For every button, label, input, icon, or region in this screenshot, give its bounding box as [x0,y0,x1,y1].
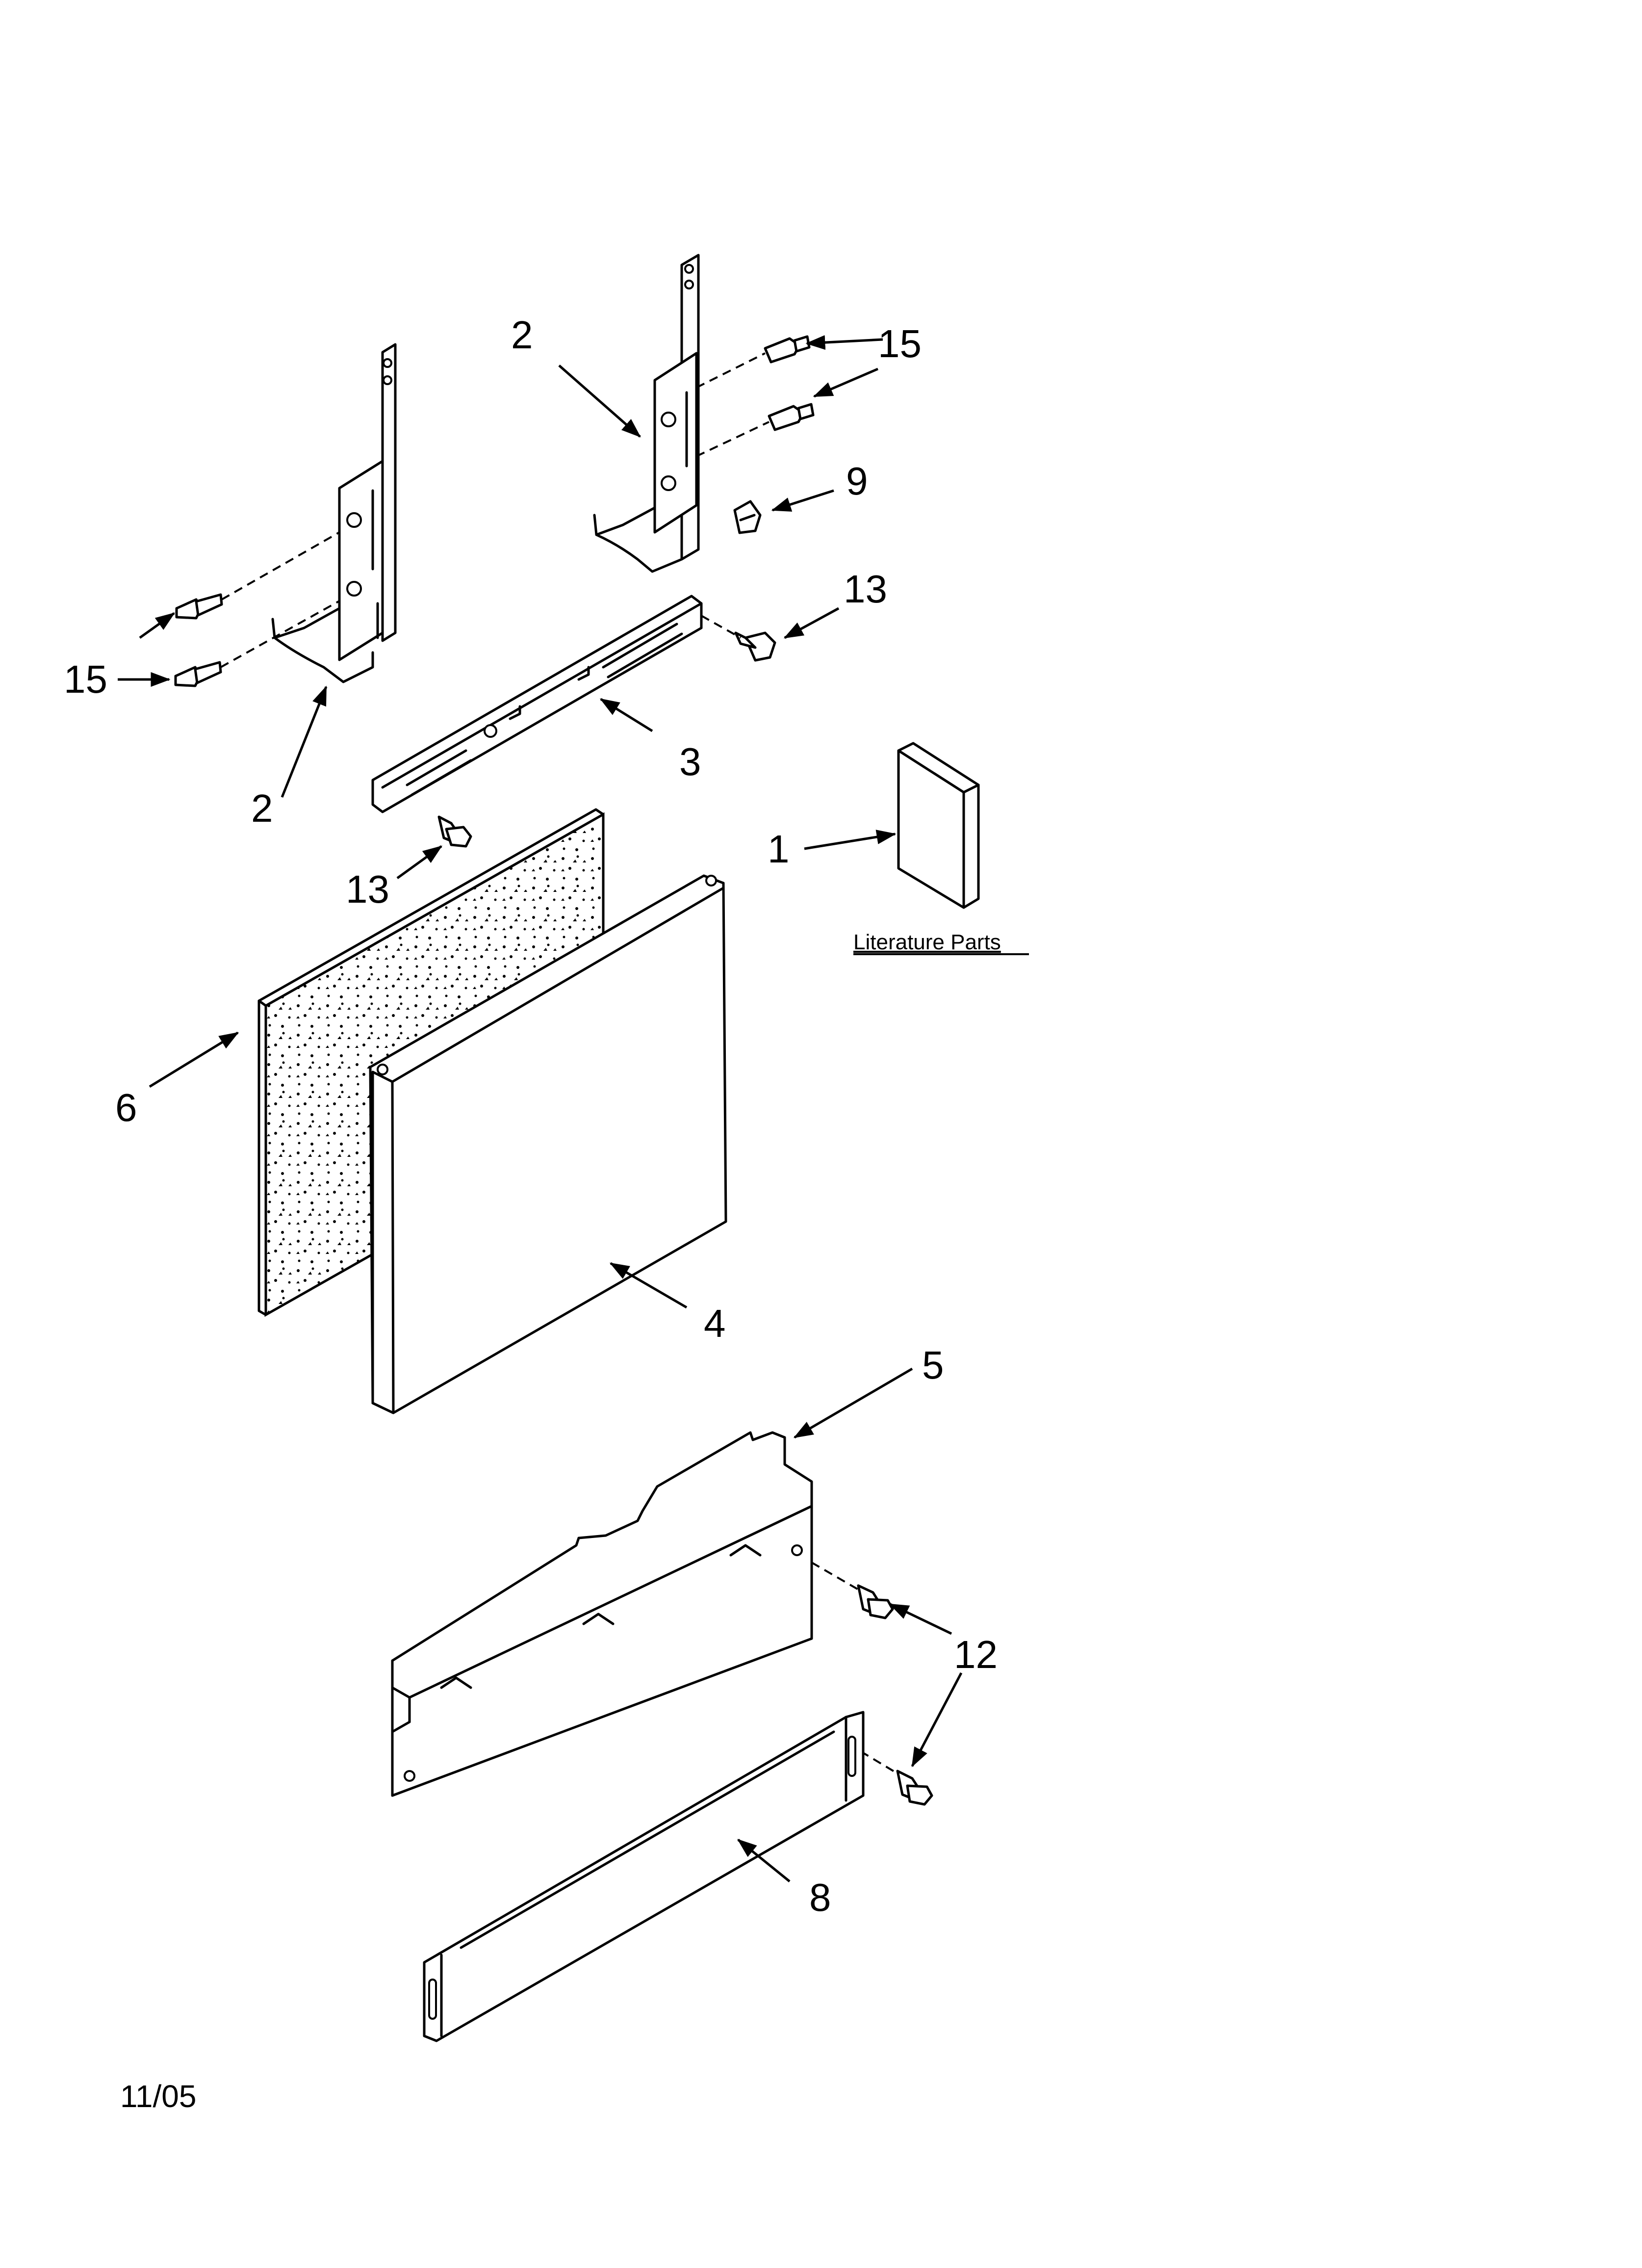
kick-plate-part-8 [423,1711,865,2042]
clip-part-9 [733,500,762,534]
toe-panel-part-5 [391,1431,813,1797]
leader-arrows [118,335,963,1882]
screw-13-left [437,815,472,848]
callout-3: 3 [679,740,701,783]
hinge-bracket-left [271,343,397,683]
screw-12-bottom [896,1770,933,1806]
literature-book-part-1 [897,742,980,909]
screw-15-right-top [764,335,811,364]
callout-15-left: 15 [64,657,107,701]
screw-13-right [734,631,776,662]
screw-15-left-top [175,593,223,620]
callout-6: 6 [115,1086,137,1129]
mounting-rail-part-3 [371,595,703,813]
callout-1: 1 [768,827,790,871]
screw-12-top [857,1584,894,1619]
callout-4: 4 [704,1302,726,1345]
screw-15-left-bottom [174,661,222,687]
callout-5: 5 [922,1343,944,1387]
callout-9: 9 [846,459,868,503]
callout-8: 8 [809,1876,831,1919]
revision-date: 11/05 [120,2079,196,2114]
callout-2-right: 2 [511,313,533,357]
door-panel-part-4 [369,874,727,1414]
hinge-bracket-right [593,254,700,573]
literature-parts-label: Literature Parts [853,930,1001,954]
callout-15-top: 15 [878,322,922,365]
callout-2-left: 2 [251,786,273,830]
callout-13-left: 13 [346,867,389,911]
screw-15-right-bottom [768,403,815,431]
callout-13-right: 13 [844,567,887,611]
callout-12: 12 [954,1633,998,1676]
